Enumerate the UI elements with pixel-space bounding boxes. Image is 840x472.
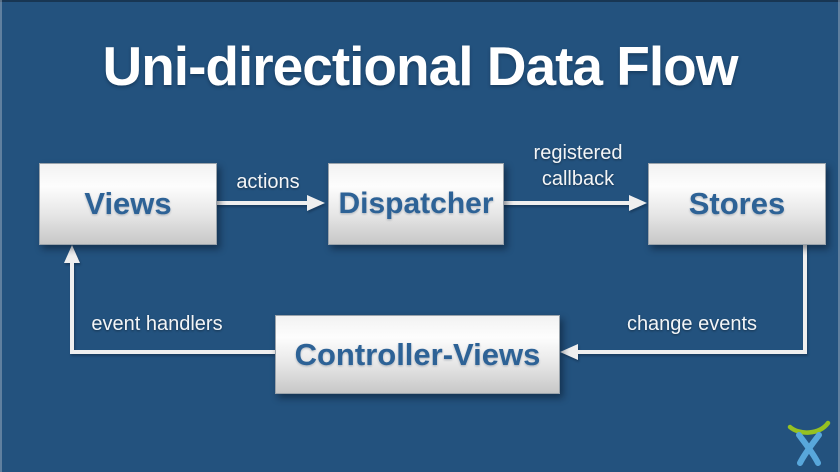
slide-title: Uni-directional Data Flow: [102, 35, 738, 97]
arrowhead-to-stores: [629, 195, 647, 211]
node-views: Views: [39, 163, 217, 245]
node-dispatcher: Dispatcher: [328, 163, 504, 245]
atlassian-logo-icon: [787, 420, 831, 466]
arrowhead-to-views: [64, 245, 80, 263]
node-controller-views: Controller-Views: [275, 315, 560, 394]
frame-edge-right: [838, 0, 840, 472]
edge-label-registered-callback: registered callback: [533, 142, 623, 190]
edge-label-actions: actions: [236, 171, 300, 193]
arrowhead-to-dispatcher: [307, 195, 325, 211]
node-stores: Stores: [648, 163, 826, 245]
edge-label-change-events: change events: [626, 313, 758, 335]
frame-edge-top: [0, 0, 840, 2]
arrowhead-to-controller-views: [560, 344, 578, 360]
frame-edge-left: [0, 0, 2, 472]
arrow-controller-views-to-views: [70, 263, 275, 354]
edge-label-event-handlers: event handlers: [91, 313, 223, 335]
